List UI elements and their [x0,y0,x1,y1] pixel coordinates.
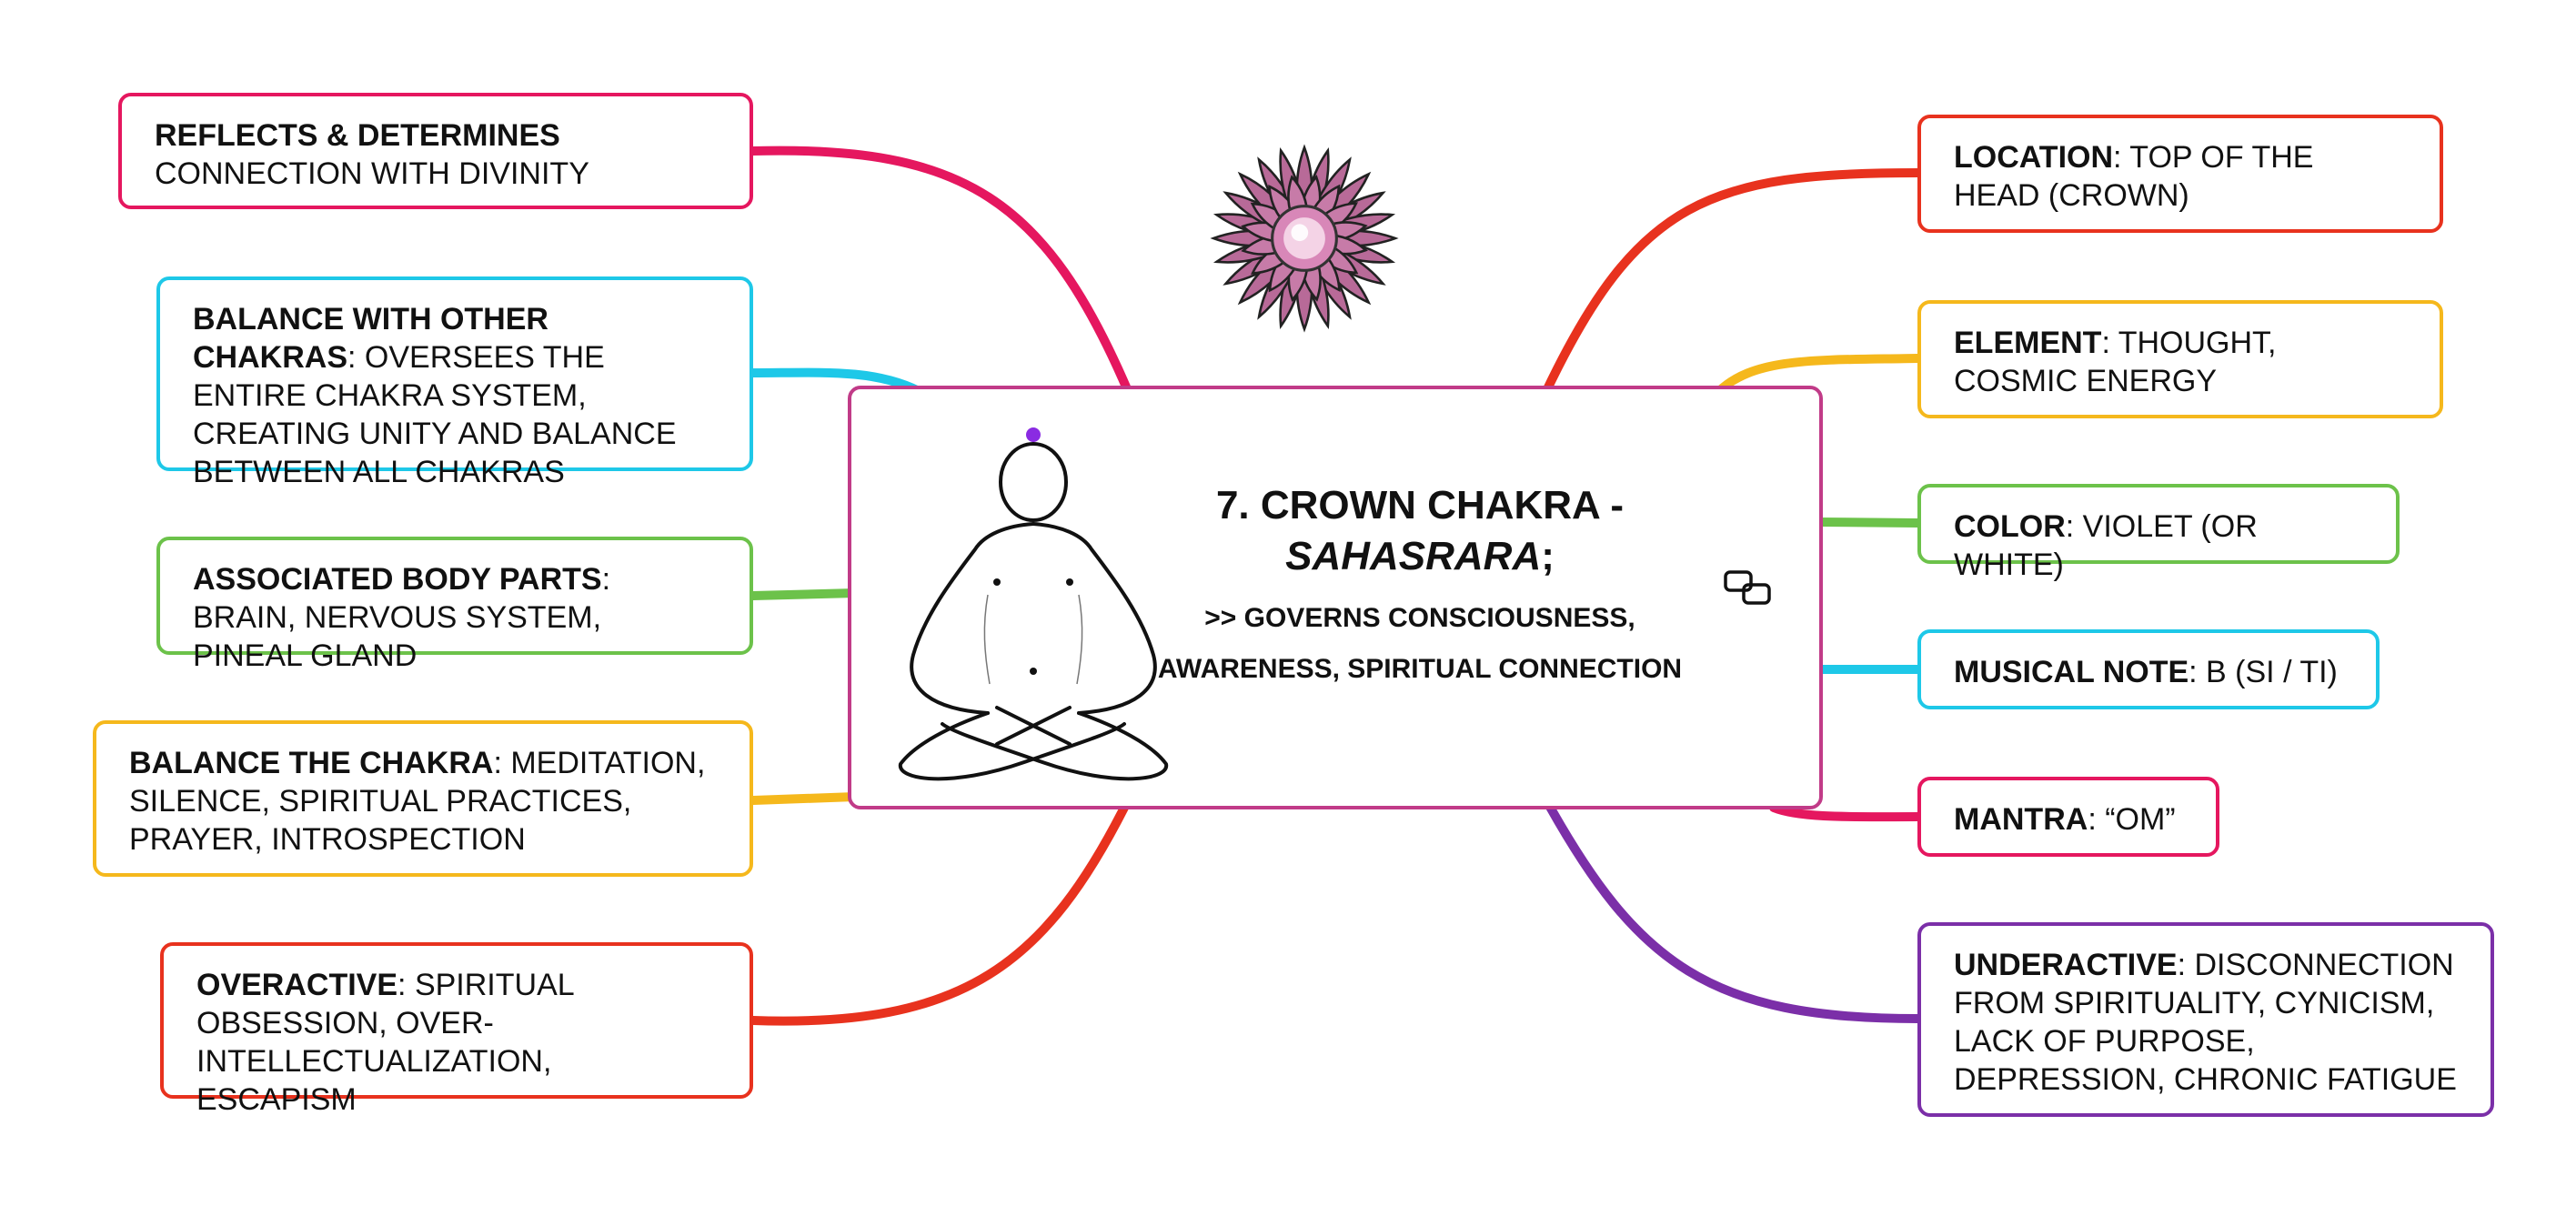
central-subtitle-line1: >> GOVERNS CONSCIOUSNESS, [1204,603,1635,633]
node-text: : VIOLET (OR WHITE) [1954,509,2258,582]
node-key: BALANCE WITH OTHER CHAKRAS [193,302,548,375]
link-icon[interactable] [1723,569,1772,606]
meditating-figure-icon [898,427,1169,781]
crown-dot [1026,427,1041,442]
connector-underactive [1542,796,1922,1023]
node-reflects: REFLECTS & DETERMINES CONNECTION WITH DI… [118,93,753,209]
connector-reflects [749,146,1132,396]
node-overactive: OVERACTIVE: SPIRITUAL OBSESSION, OVER-IN… [160,942,753,1117]
node-balance-the-chakra: BALANCE THE CHAKRA: MEDITATION, SILENCE,… [93,720,753,877]
connector-location [1542,168,1922,396]
central-title-semicolon: ; [1541,534,1555,578]
node-key: ASSOCIATED BODY PARTS [193,562,602,597]
node-key: MUSICAL NOTE [1954,655,2189,689]
node-key: MANTRA [1954,802,2088,837]
node-key: COLOR [1954,509,2066,544]
connector-element [1715,354,1922,396]
central-title-text: 7. CROWN CHAKRA - [1215,483,1625,528]
node-musical-note: MUSICAL NOTE: B (SI / TI) [1917,629,2380,709]
node-text: : THOUGHT, COSMIC ENERGY [1954,326,2277,398]
central-subtitle-line2: AWARENESS, SPIRITUAL CONNECTION [1157,654,1683,684]
node-key: LOCATION [1954,140,2114,175]
connector-mantra [1769,803,1922,822]
node-text: : BRAIN, NERVOUS SYSTEM, PINEAL GLAND [193,562,611,673]
node-element: ELEMENT: THOUGHT, COSMIC ENERGY [1917,300,2443,418]
node-text: : DISCONNECTION FROM SPIRITUALITY, CYNIC… [1954,948,2457,1097]
central-topic: 7. CROWN CHAKRA - SAHASRARA; >> GOVERNS … [848,386,1823,809]
node-location: LOCATION: TOP OF THE HEAD (CROWN) [1917,115,2443,233]
node-key: REFLECTS & DETERMINES [155,118,560,153]
node-color: COLOR: VIOLET (OR WHITE) [1917,484,2400,582]
node-key: ELEMENT [1954,326,2102,360]
connector-balance-chakra [749,792,860,805]
node-text: : MEDITATION, SILENCE, SPIRITUAL PRACTIC… [129,746,706,857]
node-text: : SPIRITUAL OBSESSION, OVER-INTELLECTUAL… [196,968,574,1117]
node-mantra: MANTRA: “OM” [1917,777,2219,857]
node-text: : TOP OF THE HEAD (CROWN) [1954,140,2314,213]
central-title-italic: SAHASRARA [1285,534,1542,578]
node-text: : OVERSEES THE ENTIRE CHAKRA SYSTEM, CRE… [193,340,677,489]
node-text: CONNECTION WITH DIVINITY [155,156,589,191]
node-associated-body-parts: ASSOCIATED BODY PARTS: BRAIN, NERVOUS SY… [156,537,753,673]
crown-lotus-icon [1210,144,1399,333]
node-text: : B (SI / TI) [2189,655,2338,689]
node-key: UNDERACTIVE [1954,948,2178,982]
node-key: OVERACTIVE [196,968,398,1002]
connector-body-parts [749,588,860,600]
node-text: : “OM” [2088,802,2176,837]
connector-balance-other [749,367,923,396]
connector-color [1815,518,1922,528]
central-title: 7. CROWN CHAKRA - SAHASRARA; [1152,480,1688,582]
node-underactive: UNDERACTIVE: DISCONNECTION FROM SPIRITUA… [1917,922,2494,1117]
connector-overactive [749,796,1132,1026]
node-key: BALANCE THE CHAKRA [129,746,494,780]
node-balance-other-chakras: BALANCE WITH OTHER CHAKRAS: OVERSEES THE… [156,276,753,489]
central-subtitle: >> GOVERNS CONSCIOUSNESS, AWARENESS, SPI… [1115,593,1725,695]
